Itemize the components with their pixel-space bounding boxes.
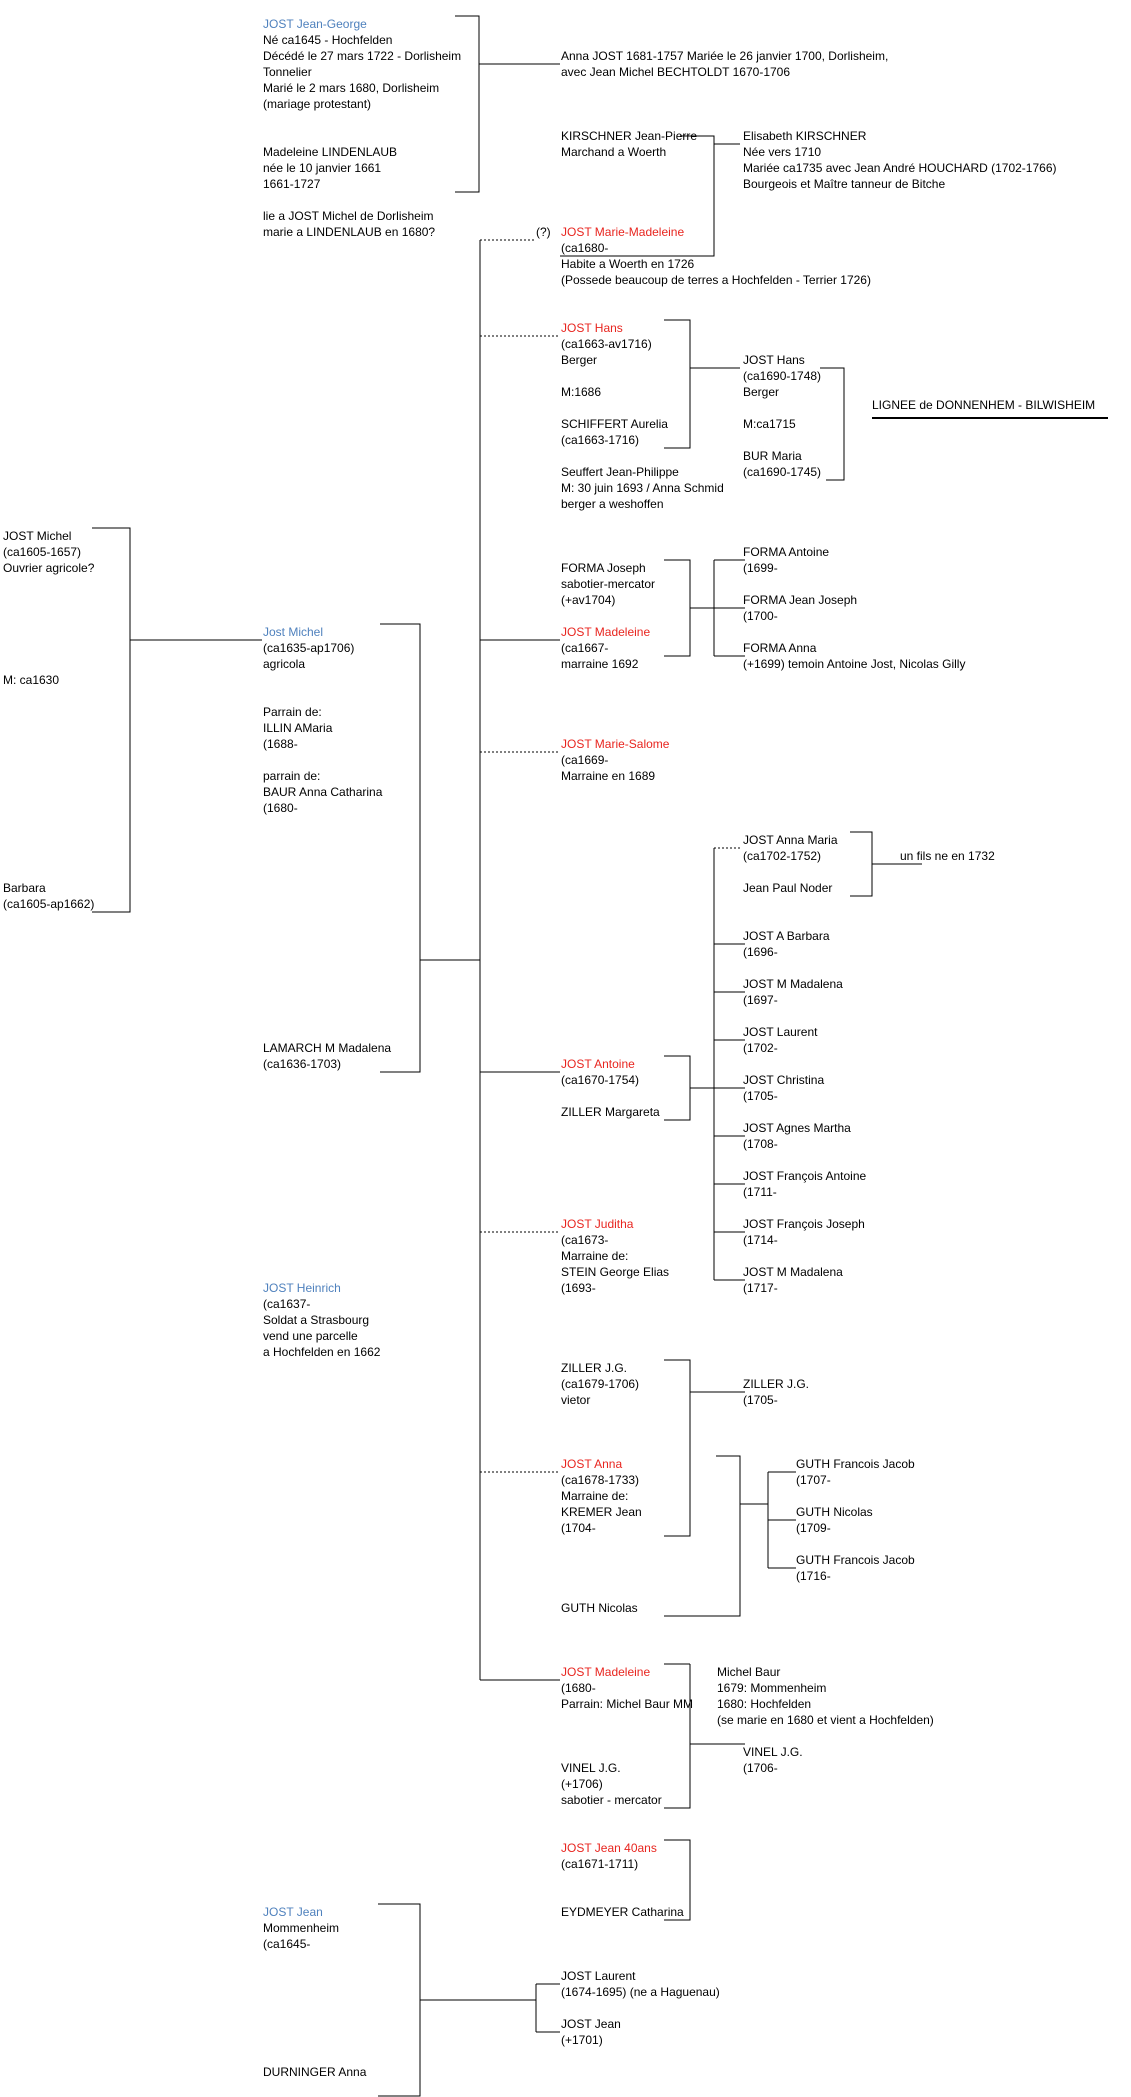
person-jost-hans: JOST Hans (ca1663-av1716) Berger	[561, 321, 652, 367]
person-francois-antoine: JOST François Antoine (1711-	[743, 1169, 867, 1199]
person-eydmeyer: EYDMEYER Catharina	[561, 1905, 684, 1919]
question-mark: (?)	[536, 225, 551, 239]
person-lamarch: LAMARCH M Madalena (ca1636-1703)	[263, 1041, 392, 1071]
person-jost-jean: JOST Jean Mommenheim (ca1645-	[263, 1905, 340, 1951]
person-francois-joseph: JOST François Joseph (1714-	[743, 1217, 865, 1247]
person-schiffert: SCHIFFERT Aurelia (ca1663-1716)	[561, 417, 668, 447]
person-ziller-margareta: ZILLER Margareta	[561, 1105, 660, 1119]
person-agnes: JOST Agnes Martha (1708-	[743, 1121, 851, 1151]
person-vinel-jg: VINEL J.G. (+1706) sabotier - mercator	[561, 1761, 662, 1807]
marriage-1686: M:1686	[561, 385, 602, 399]
person-a-barbara: JOST A Barbara (1696-	[743, 929, 830, 959]
person-durninger: DURNINGER Anna	[263, 2065, 367, 2079]
person-kirschner-jp: KIRSCHNER Jean-Pierre Marchand a Woerth	[561, 129, 698, 159]
person-jost-jean-child: JOST Jean (+1701)	[561, 2017, 621, 2047]
note-un-fils: un fils ne en 1732	[900, 849, 995, 863]
person-m-madalena-1697: JOST M Madalena (1697-	[743, 977, 843, 1007]
person-bur-maria: BUR Maria (ca1690-1745)	[743, 449, 822, 479]
marriage-1715: M:ca1715	[743, 417, 796, 431]
person-jost-michel: Jost Michel (ca1635-ap1706) agricola	[263, 625, 355, 671]
person-forma-antoine: FORMA Antoine (1699-	[743, 545, 830, 575]
person-madeleine-lindenlaub: Madeleine LINDENLAUB née le 10 janvier 1…	[263, 145, 398, 191]
person-guth-nicolas-child: GUTH Nicolas (1709-	[796, 1505, 873, 1535]
person-ziller-jg: ZILLER J.G. (ca1679-1706) vietor	[561, 1361, 640, 1407]
person-jost-laurent: JOST Laurent (1674-1695) (ne a Haguenau)	[561, 1969, 720, 1999]
person-marie-madeleine: JOST Marie-Madeleine (ca1680- Habite a W…	[561, 225, 871, 287]
note-parrain: Parrain de: ILLIN AMaria (1688- parrain …	[263, 705, 383, 815]
bracket-jean-george	[455, 15, 480, 193]
marriage-1630: M: ca1630	[3, 673, 60, 687]
person-jost-anna: JOST Anna (ca1678-1733) Marraine de: KRE…	[561, 1457, 642, 1535]
person-ziller-jg-child: ZILLER J.G. (1705-	[743, 1377, 810, 1407]
person-jost-jean-40: JOST Jean 40ans (ca1671-1711)	[561, 1841, 657, 1871]
person-jost-hans-child: JOST Hans (ca1690-1748) Berger	[743, 353, 822, 399]
person-m-madalena-1717: JOST M Madalena (1717-	[743, 1265, 843, 1295]
bracket-kirschner	[560, 135, 715, 257]
person-heinrich: JOST Heinrich (ca1637- Soldat a Strasbou…	[263, 1281, 381, 1359]
person-jost-madeleine-1: JOST Madeleine (ca1667- marraine 1692	[561, 625, 651, 671]
person-michel-baur: Michel Baur 1679: Mommenheim 1680: Hochf…	[717, 1665, 934, 1727]
person-forma-jean-joseph: FORMA Jean Joseph (1700-	[743, 593, 858, 623]
person-jost-madeleine-2: JOST Madeleine (1680- Parrain: Michel Ba…	[561, 1665, 694, 1711]
note-lie: lie a JOST Michel de Dorlisheim marie a …	[263, 209, 436, 239]
person-barbara: Barbara (ca1605-ap1662)	[3, 881, 95, 911]
person-jost-jean-george: JOST Jean-George Né ca1645 - Hochfelden …	[263, 17, 462, 111]
person-forma-joseph: FORMA Joseph sabotier-mercator (+av1704)	[561, 561, 656, 607]
person-laurent-1702: JOST Laurent (1702-	[743, 1025, 818, 1055]
person-seuffert: Seuffert Jean-Philippe M: 30 juin 1693 /…	[561, 465, 724, 511]
person-anna-maria: JOST Anna Maria (ca1702-1752)	[743, 833, 838, 863]
person-christina: JOST Christina (1705-	[743, 1073, 825, 1103]
lignee-heading: LIGNEE de DONNENHEM - BILWISHEIM	[872, 398, 1096, 412]
person-juditha: JOST Juditha (ca1673- Marraine de: STEIN…	[561, 1217, 670, 1295]
person-jost-antoine: JOST Antoine (ca1670-1754)	[561, 1057, 640, 1087]
person-guth-fj1: GUTH Francois Jacob (1707-	[796, 1457, 915, 1487]
person-marie-salome: JOST Marie-Salome (ca1669- Marraine en 1…	[561, 737, 670, 783]
person-elisabeth-kirschner: Elisabeth KIRSCHNER Née vers 1710 Mariée…	[743, 129, 1057, 191]
person-anna-jost: Anna JOST 1681-1757 Mariée le 26 janvier…	[561, 49, 889, 79]
person-jean-paul-noder: Jean Paul Noder	[743, 881, 833, 895]
person-guth-nicolas: GUTH Nicolas	[561, 1601, 638, 1615]
person-vinel-jg-child: VINEL J.G. (1706-	[743, 1745, 803, 1775]
person-guth-fj2: GUTH Francois Jacob (1716-	[796, 1553, 915, 1583]
person-jost-michel-root: JOST Michel (ca1605-1657) Ouvrier agrico…	[3, 529, 95, 575]
person-forma-anna: FORMA Anna (+1699) temoin Antoine Jost, …	[743, 641, 966, 671]
